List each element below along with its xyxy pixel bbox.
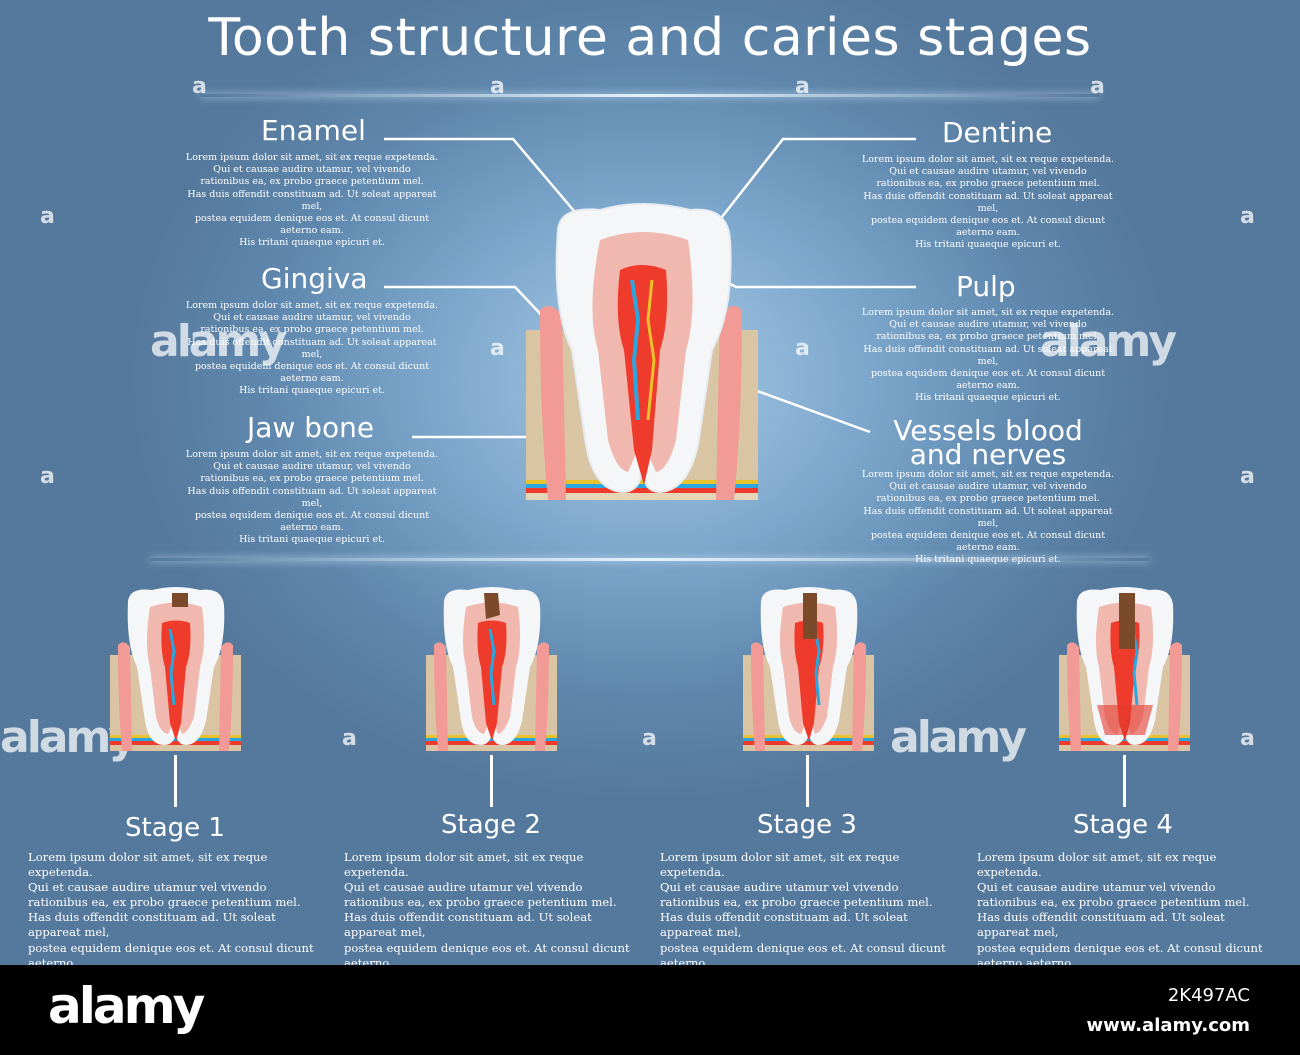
label-pulp: Pulp <box>956 270 1016 303</box>
stage-3-tooth-illustration <box>743 587 874 751</box>
watermark-a-mark: a <box>490 336 505 361</box>
text-jaw-bone: Lorem ipsum dolor sit amet, sit ex reque… <box>185 449 439 546</box>
footer-bar: alamy 2K497AC www.alamy.com <box>0 965 1300 1055</box>
watermark-a-mark: a <box>342 726 357 751</box>
label-enamel: Enamel <box>261 114 366 147</box>
stage-1-stem <box>174 755 177 807</box>
text-enamel: Lorem ipsum dolor sit amet, sit ex reque… <box>185 152 439 249</box>
stage-3-text: Lorem ipsum dolor sit amet, sit ex reque… <box>660 850 946 965</box>
artery-vessel <box>646 279 656 421</box>
root-infection <box>1097 705 1153 735</box>
stage-2-text: Lorem ipsum dolor sit amet, sit ex reque… <box>344 850 630 965</box>
stage-2-title: Stage 2 <box>441 810 541 840</box>
stage-2-stem <box>490 755 493 807</box>
label-vessels-line1: Vessels blood <box>893 414 1083 447</box>
label-jaw-bone: Jaw bone <box>247 411 375 444</box>
text-gingiva: Lorem ipsum dolor sit amet, sit ex reque… <box>185 300 439 397</box>
text-vessels: Lorem ipsum dolor sit amet, sit ex reque… <box>861 469 1115 566</box>
caries-spot <box>172 593 188 607</box>
nerve-vessel <box>630 279 641 421</box>
dentine-leader-line <box>717 137 916 223</box>
watermark-alamy: alamy <box>150 316 287 367</box>
watermark-a-mark: a <box>795 336 810 361</box>
infographic-poster: Tooth structure and caries stages alamy … <box>0 0 1300 965</box>
main-tooth-illustration <box>526 203 758 500</box>
watermark-alamy: alamy <box>890 712 1027 763</box>
watermark-a-mark: a <box>1240 726 1255 751</box>
label-gingiva: Gingiva <box>261 262 368 295</box>
watermark-a-mark: a <box>40 464 55 489</box>
watermark-a-mark: a <box>192 74 207 99</box>
caries-spot <box>1119 593 1135 649</box>
footer-logo: alamy <box>48 977 205 1035</box>
text-dentine: Lorem ipsum dolor sit amet, sit ex reque… <box>861 154 1115 251</box>
watermark-a-mark: a <box>1090 74 1105 99</box>
text-pulp: Lorem ipsum dolor sit amet, sit ex reque… <box>861 307 1115 404</box>
poster-title: Tooth structure and caries stages <box>208 8 1092 68</box>
stage-1-title: Stage 1 <box>125 813 225 843</box>
label-dentine: Dentine <box>942 116 1053 149</box>
stage-2-tooth-illustration <box>426 587 557 751</box>
watermark-a-mark: a <box>490 74 505 99</box>
label-vessels-line2: and nerves <box>909 438 1067 471</box>
title-glow-divider <box>200 94 1100 97</box>
enamel-leader-line <box>384 137 581 219</box>
section-glow-divider <box>150 558 1150 561</box>
caries-spot <box>803 593 817 639</box>
footer-image-id: 2K497AC <box>1167 985 1250 1006</box>
stage-3-stem <box>806 755 809 807</box>
footer-url[interactable]: www.alamy.com <box>1086 1015 1250 1036</box>
watermark-a-mark: a <box>1240 204 1255 229</box>
stage-4-tooth-illustration <box>1059 587 1190 751</box>
watermark-a-mark: a <box>642 726 657 751</box>
stage-1-text: Lorem ipsum dolor sit amet, sit ex reque… <box>28 850 314 965</box>
gingiva-right <box>716 306 742 500</box>
watermark-a-mark: a <box>795 74 810 99</box>
watermark-a-mark: a <box>1240 464 1255 489</box>
stage-3-title: Stage 3 <box>757 810 857 840</box>
stage-4-title: Stage 4 <box>1073 810 1173 840</box>
caries-spot <box>484 593 500 619</box>
watermark-alamy: alamy <box>1040 316 1177 367</box>
stage-1-tooth-illustration <box>110 587 241 751</box>
stage-4-text: Lorem ipsum dolor sit amet, sit ex reque… <box>977 850 1263 965</box>
gingiva-left <box>540 306 566 500</box>
pulp-chamber <box>617 265 668 485</box>
stage-4-stem <box>1123 755 1126 807</box>
watermark-a-mark: a <box>40 204 55 229</box>
